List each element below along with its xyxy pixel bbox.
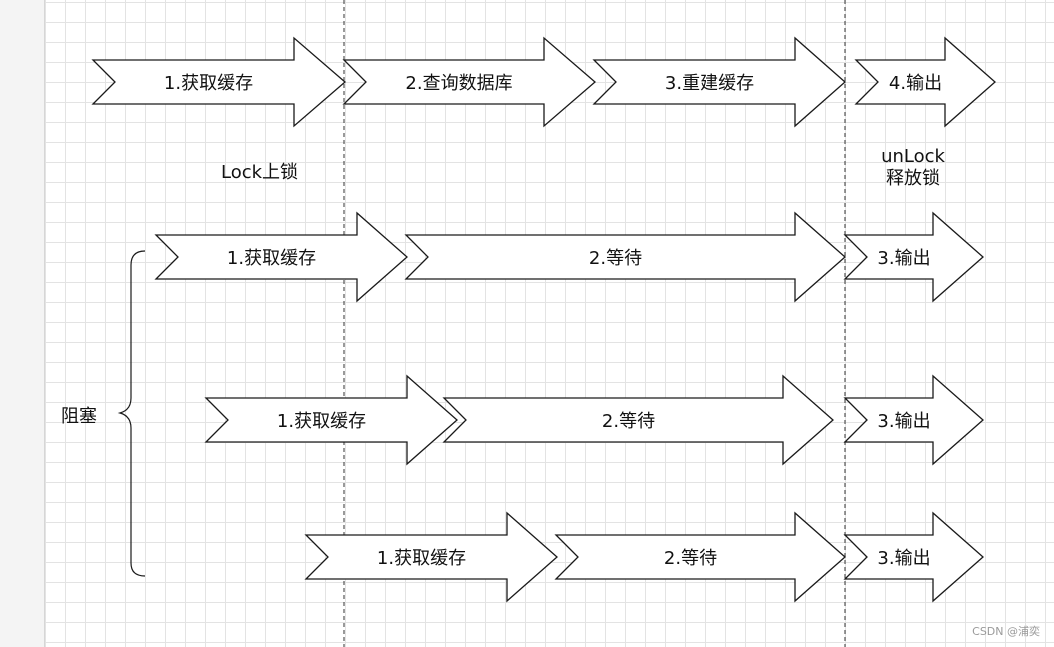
- arrow-row3-step1: [204, 374, 458, 466]
- arrow-label-row2-step1: 1.获取缓存: [226, 248, 317, 269]
- arrow-label-row2-step2: 2.等待: [588, 248, 643, 269]
- arrow-row4-step1: [304, 511, 558, 603]
- arrow-row1-step3: [592, 36, 846, 128]
- arrow-row4-step2: [554, 511, 846, 603]
- arrow-row2-step1: [154, 211, 408, 303]
- arrow-row1-step1: [91, 36, 346, 128]
- arrow-label-row3-step3: 3.输出: [877, 411, 931, 432]
- unlock-label: unLock 释放锁: [872, 146, 954, 190]
- arrow-label-row1-step3: 3.重建缓存: [664, 73, 755, 94]
- arrow-row2-step3: [843, 211, 984, 303]
- blocked-label: 阻塞: [61, 406, 97, 427]
- arrow-label-row2-step3: 3.输出: [877, 248, 931, 269]
- arrow-label-row1-step2: 2.查询数据库: [405, 73, 513, 94]
- arrow-label-row4-step1: 1.获取缓存: [376, 548, 467, 569]
- arrow-row3-step3: [843, 374, 984, 466]
- blocked-brace: [117, 250, 146, 577]
- unlock-label-line2: 释放锁: [886, 168, 940, 189]
- arrow-label-row4-step3: 3.输出: [877, 548, 931, 569]
- arrow-row1-step4: [854, 36, 996, 128]
- arrow-row4-step3: [843, 511, 984, 603]
- watermark: CSDN @浦奕: [972, 625, 1040, 638]
- unlock-label-line1: unLock: [881, 146, 945, 167]
- arrow-label-row3-step1: 1.获取缓存: [276, 411, 367, 432]
- arrow-label-row1-step1: 1.获取缓存: [163, 73, 254, 94]
- arrow-label-row3-step2: 2.等待: [601, 411, 656, 432]
- arrow-label-row1-step4: 4.输出: [888, 73, 943, 94]
- arrow-row2-step2: [404, 211, 846, 303]
- arrow-row1-step2: [342, 36, 596, 128]
- arrow-row3-step2: [442, 374, 834, 466]
- arrow-label-row4-step2: 2.等待: [663, 548, 718, 569]
- lock-label: Lock上锁: [221, 162, 299, 183]
